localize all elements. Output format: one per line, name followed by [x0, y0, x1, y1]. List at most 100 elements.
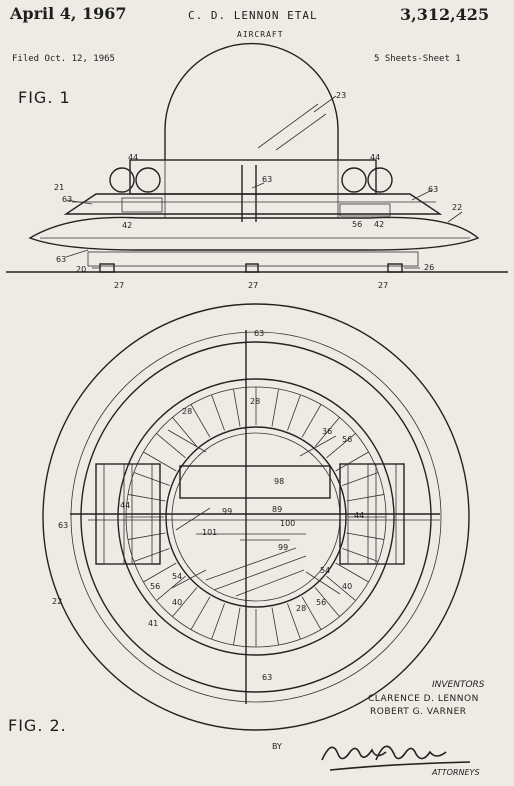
landing-pad-27 — [99, 263, 115, 273]
vane — [326, 433, 356, 459]
reference-numeral: 98 — [274, 477, 284, 486]
reference-numeral: 63 — [62, 195, 72, 204]
reference-numeral: 26 — [424, 263, 434, 272]
patent-number: 3,312,425 — [400, 5, 490, 24]
engine-44 — [135, 167, 161, 193]
wing-ring — [80, 341, 432, 693]
engine-pod-44 — [339, 463, 405, 565]
engine-44 — [367, 167, 393, 193]
radial-vanes — [126, 387, 386, 647]
duct-42 — [339, 203, 391, 217]
leader-line — [313, 95, 337, 113]
fig1-drawing — [6, 42, 508, 273]
fig1-label: FIG. 1 — [18, 88, 71, 107]
disc-wing-22 — [28, 216, 480, 251]
reference-numeral: 63 — [262, 175, 272, 184]
reference-numeral: 22 — [452, 203, 462, 212]
mechanism-56 — [305, 571, 341, 595]
reference-numeral: 27 — [378, 281, 388, 290]
reference-numeral: 36 — [322, 427, 332, 436]
engine-cell — [103, 463, 125, 565]
vane — [172, 587, 198, 617]
vane — [287, 603, 301, 640]
engine-cell — [131, 463, 153, 565]
reference-numeral: 100 — [280, 519, 295, 528]
reference-numeral: 28 — [182, 407, 192, 416]
engine-cell — [347, 463, 369, 565]
leader-line — [447, 211, 463, 223]
vane — [172, 417, 198, 447]
cabin-ring — [171, 432, 341, 602]
reference-numeral: 20 — [76, 265, 86, 274]
vane — [233, 388, 241, 427]
control-console-98 — [179, 465, 331, 499]
reference-numeral: 63 — [56, 255, 66, 264]
reference-numeral: 63 — [254, 329, 264, 338]
filed-date: Filed Oct. 12, 1965 — [12, 54, 115, 64]
reference-numeral: 23 — [336, 91, 346, 100]
floor-hatch — [205, 547, 297, 581]
reference-numeral: 40 — [342, 582, 352, 591]
reference-numeral: 54 — [172, 572, 182, 581]
cabin-body — [129, 159, 377, 195]
reference-numeral: 56 — [352, 220, 362, 229]
vane — [287, 394, 301, 431]
reference-numeral: 89 — [272, 505, 282, 514]
landing-pad-27 — [387, 263, 403, 273]
deck-ring — [117, 378, 395, 656]
vane — [211, 394, 225, 431]
leader-line — [411, 189, 433, 201]
reference-numeral: 28 — [250, 397, 260, 406]
sheet-count: 5 Sheets-Sheet 1 — [374, 54, 461, 64]
attorney-signature — [321, 745, 471, 771]
landing-pad-27 — [245, 263, 259, 273]
vane — [314, 417, 340, 447]
engine-44 — [109, 167, 135, 193]
reference-numeral: 42 — [374, 220, 384, 229]
lower-hull — [87, 251, 419, 267]
vane — [314, 587, 340, 617]
fig2-drawing — [42, 303, 470, 731]
dome-hatch — [257, 103, 319, 149]
reference-numeral: 28 — [296, 604, 306, 613]
deck-ring — [125, 386, 387, 648]
reference-numeral: 56 — [316, 598, 326, 607]
engine-44 — [341, 167, 367, 193]
vane — [342, 472, 379, 486]
vane — [346, 532, 385, 540]
cabin-ring — [165, 426, 347, 608]
attorneys-label: ATTORNEYS — [432, 768, 480, 777]
reference-numeral: 27 — [248, 281, 258, 290]
upper-deck — [63, 193, 443, 215]
engine-cell — [375, 463, 397, 565]
vane — [326, 575, 356, 601]
vane — [346, 494, 385, 502]
dome-23 — [164, 42, 339, 160]
vane — [190, 404, 211, 438]
inventor-1: CLARENCE D. LENNON — [368, 694, 479, 704]
vane — [335, 451, 369, 472]
leader-line — [65, 199, 93, 205]
reference-numeral: 99 — [278, 543, 288, 552]
reference-numeral: 63 — [262, 673, 272, 682]
vane — [301, 596, 322, 630]
reference-numeral: 54 — [320, 566, 330, 575]
inventor-2: ROBERT G. VARNER — [370, 707, 467, 717]
reference-numeral: 21 — [54, 183, 64, 192]
floor-hatch — [175, 507, 211, 531]
duct-42 — [121, 197, 163, 213]
patent-date: April 4, 1967 — [10, 4, 127, 23]
fig2-label: FIG. 2. — [8, 716, 67, 735]
reference-numeral: 101 — [202, 528, 217, 537]
reference-numeral: 44 — [370, 153, 380, 162]
reference-numeral: 41 — [148, 619, 158, 628]
vane — [143, 451, 177, 472]
vane — [211, 603, 225, 640]
floor-hatch — [235, 569, 305, 597]
inventors-short: C. D. LENNON ETAL — [188, 9, 318, 22]
vane — [342, 548, 379, 562]
engine-pod-44 — [95, 463, 161, 565]
mechanism-56 — [299, 435, 337, 457]
vane — [127, 532, 166, 540]
